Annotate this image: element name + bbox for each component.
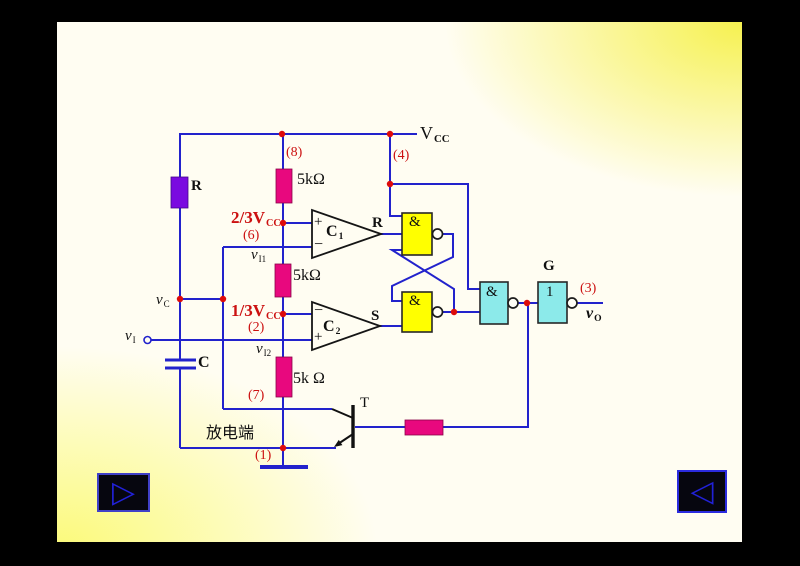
vi-label: vI bbox=[125, 328, 136, 345]
vi2-label: vI2 bbox=[256, 341, 272, 358]
capacitor-label: C bbox=[198, 354, 210, 371]
back-triangle-icon: ◁ bbox=[690, 473, 714, 509]
pin6-label: (6) bbox=[243, 228, 260, 243]
wire-feedback-to-base bbox=[443, 303, 529, 428]
nand-gate-2 bbox=[401, 291, 433, 333]
resistor-5k-1 bbox=[275, 168, 293, 204]
pin4-label: (4) bbox=[393, 148, 410, 163]
discharge-terminal-label: 放电端 bbox=[206, 425, 255, 442]
comparator-c2-label: C2 bbox=[323, 318, 341, 337]
one-third-vcc-label: 1/3VCC bbox=[231, 301, 281, 322]
gate-g-label: G bbox=[543, 258, 555, 274]
resistor-5k-3 bbox=[275, 356, 293, 398]
pin8-label: (8) bbox=[286, 145, 303, 160]
vcc-label: VCC bbox=[420, 123, 450, 146]
transistor-emitter bbox=[337, 433, 354, 445]
resistor-5k-3-label: 5k Ω bbox=[293, 370, 325, 387]
nand-gate-3-bubble bbox=[507, 297, 519, 309]
nand-gate-2-bubble bbox=[431, 306, 444, 318]
nand-gate-1-bubble bbox=[431, 228, 444, 240]
nand1-amp-label: & bbox=[409, 214, 421, 230]
nand-gate-1 bbox=[401, 212, 433, 256]
transistor-collector bbox=[331, 408, 354, 419]
nand2-amp-label: & bbox=[409, 293, 421, 309]
buffer-one-label: 1 bbox=[546, 284, 554, 300]
vc-label: vC bbox=[156, 292, 170, 309]
c2-minus-label: − bbox=[314, 302, 324, 319]
transistor-label: T bbox=[360, 395, 370, 411]
circuit-wires bbox=[151, 133, 603, 466]
pin3-label: (3) bbox=[580, 281, 597, 296]
wire-latch2-out-cross bbox=[388, 249, 455, 312]
wire-latch1-out-cross bbox=[391, 233, 454, 302]
comparator-c2-triangle bbox=[311, 300, 383, 352]
pin2-label: (2) bbox=[248, 320, 265, 335]
transistor-t bbox=[331, 405, 355, 448]
forward-triangle-icon: ▷ bbox=[111, 474, 136, 510]
latch-r-label: R bbox=[372, 215, 383, 231]
inverter-g-bubble bbox=[566, 297, 578, 309]
comparator-c1-triangle bbox=[311, 208, 384, 260]
pin1-label: (1) bbox=[255, 448, 272, 463]
wire-pin4-branch bbox=[390, 183, 480, 290]
capacitor-c bbox=[165, 358, 196, 370]
resistor-5k-2-label: 5kΩ bbox=[293, 267, 321, 284]
inverter-g bbox=[537, 281, 568, 324]
c1-minus-label: − bbox=[314, 236, 324, 253]
nand3-amp-label: & bbox=[486, 284, 498, 300]
vo-label: vO bbox=[586, 305, 602, 324]
pin7-label: (7) bbox=[248, 388, 265, 403]
resistor-5k-2 bbox=[274, 263, 292, 298]
c2-plus-label: + bbox=[314, 329, 323, 345]
comparator-c1-label: C1 bbox=[326, 223, 344, 242]
wire-pin4-drop bbox=[389, 134, 402, 217]
resistor-r bbox=[170, 176, 189, 209]
resistor-5k-1-label: 5kΩ bbox=[297, 171, 325, 188]
next-slide-button[interactable]: ▷ bbox=[97, 473, 150, 512]
c1-plus-label: + bbox=[314, 214, 323, 230]
emitter-arrow bbox=[334, 439, 343, 447]
latch-s-label: S bbox=[371, 308, 380, 324]
junction-dots bbox=[176, 130, 531, 452]
vi1-label: vI1 bbox=[251, 247, 267, 264]
resistor-r-label: R bbox=[191, 178, 202, 194]
base-resistor bbox=[404, 419, 444, 436]
input-terminal-vi bbox=[143, 335, 152, 345]
two-thirds-vcc-label: 2/3VCC bbox=[231, 208, 281, 229]
previous-slide-button[interactable]: ◁ bbox=[677, 470, 727, 513]
